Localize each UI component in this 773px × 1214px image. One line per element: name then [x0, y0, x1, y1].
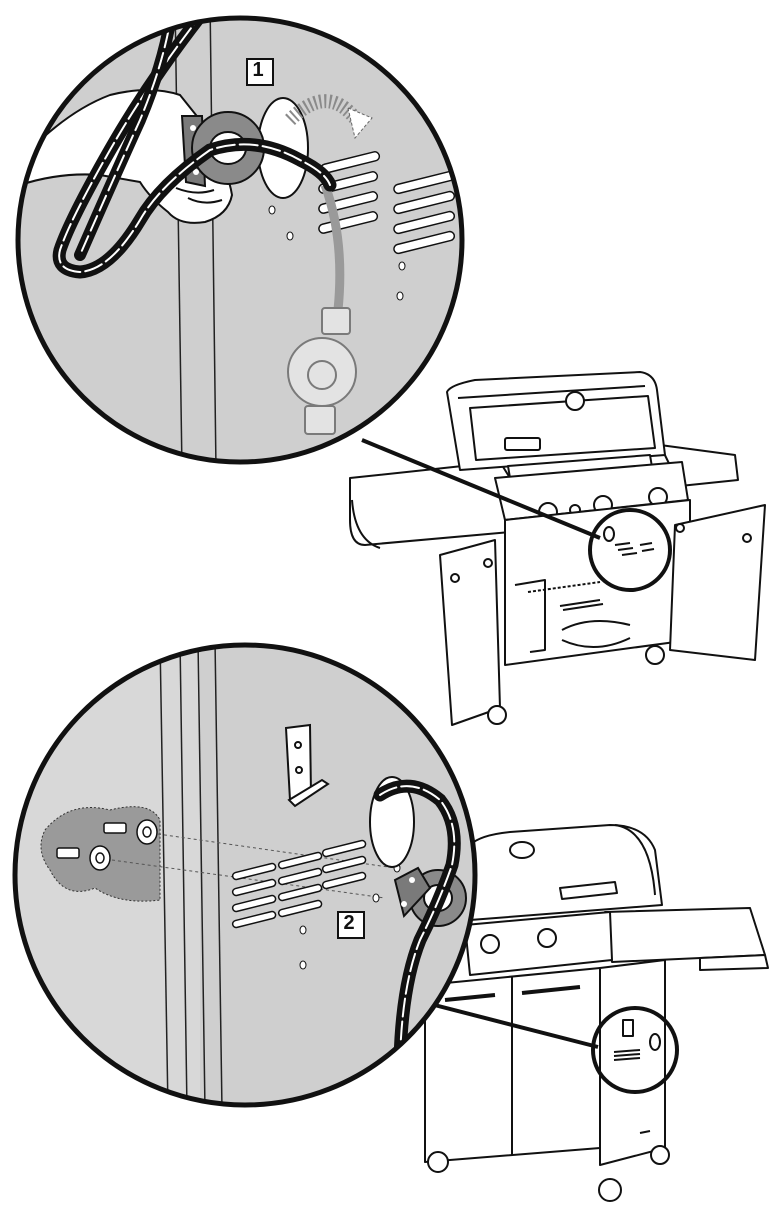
vent-slots-2 [231, 839, 367, 929]
detail-circle-1 [15, 15, 465, 465]
step-1-label: 1 [252, 59, 264, 81]
hose-icon-2 [373, 779, 461, 1067]
grill-open-doors-icon [349, 371, 766, 726]
grill-side-view-icon [424, 824, 769, 1202]
detail-circle-2 [12, 642, 478, 1108]
step-2-label: 2 [343, 912, 355, 934]
zoom-connector-line-2 [414, 998, 599, 1049]
washer-icon [89, 819, 158, 871]
bolt-icon [56, 822, 127, 859]
hose-icon [52, 18, 337, 279]
zoom-connector-line [361, 438, 601, 540]
vent-slots [318, 151, 456, 255]
regulator-icon [287, 307, 357, 435]
